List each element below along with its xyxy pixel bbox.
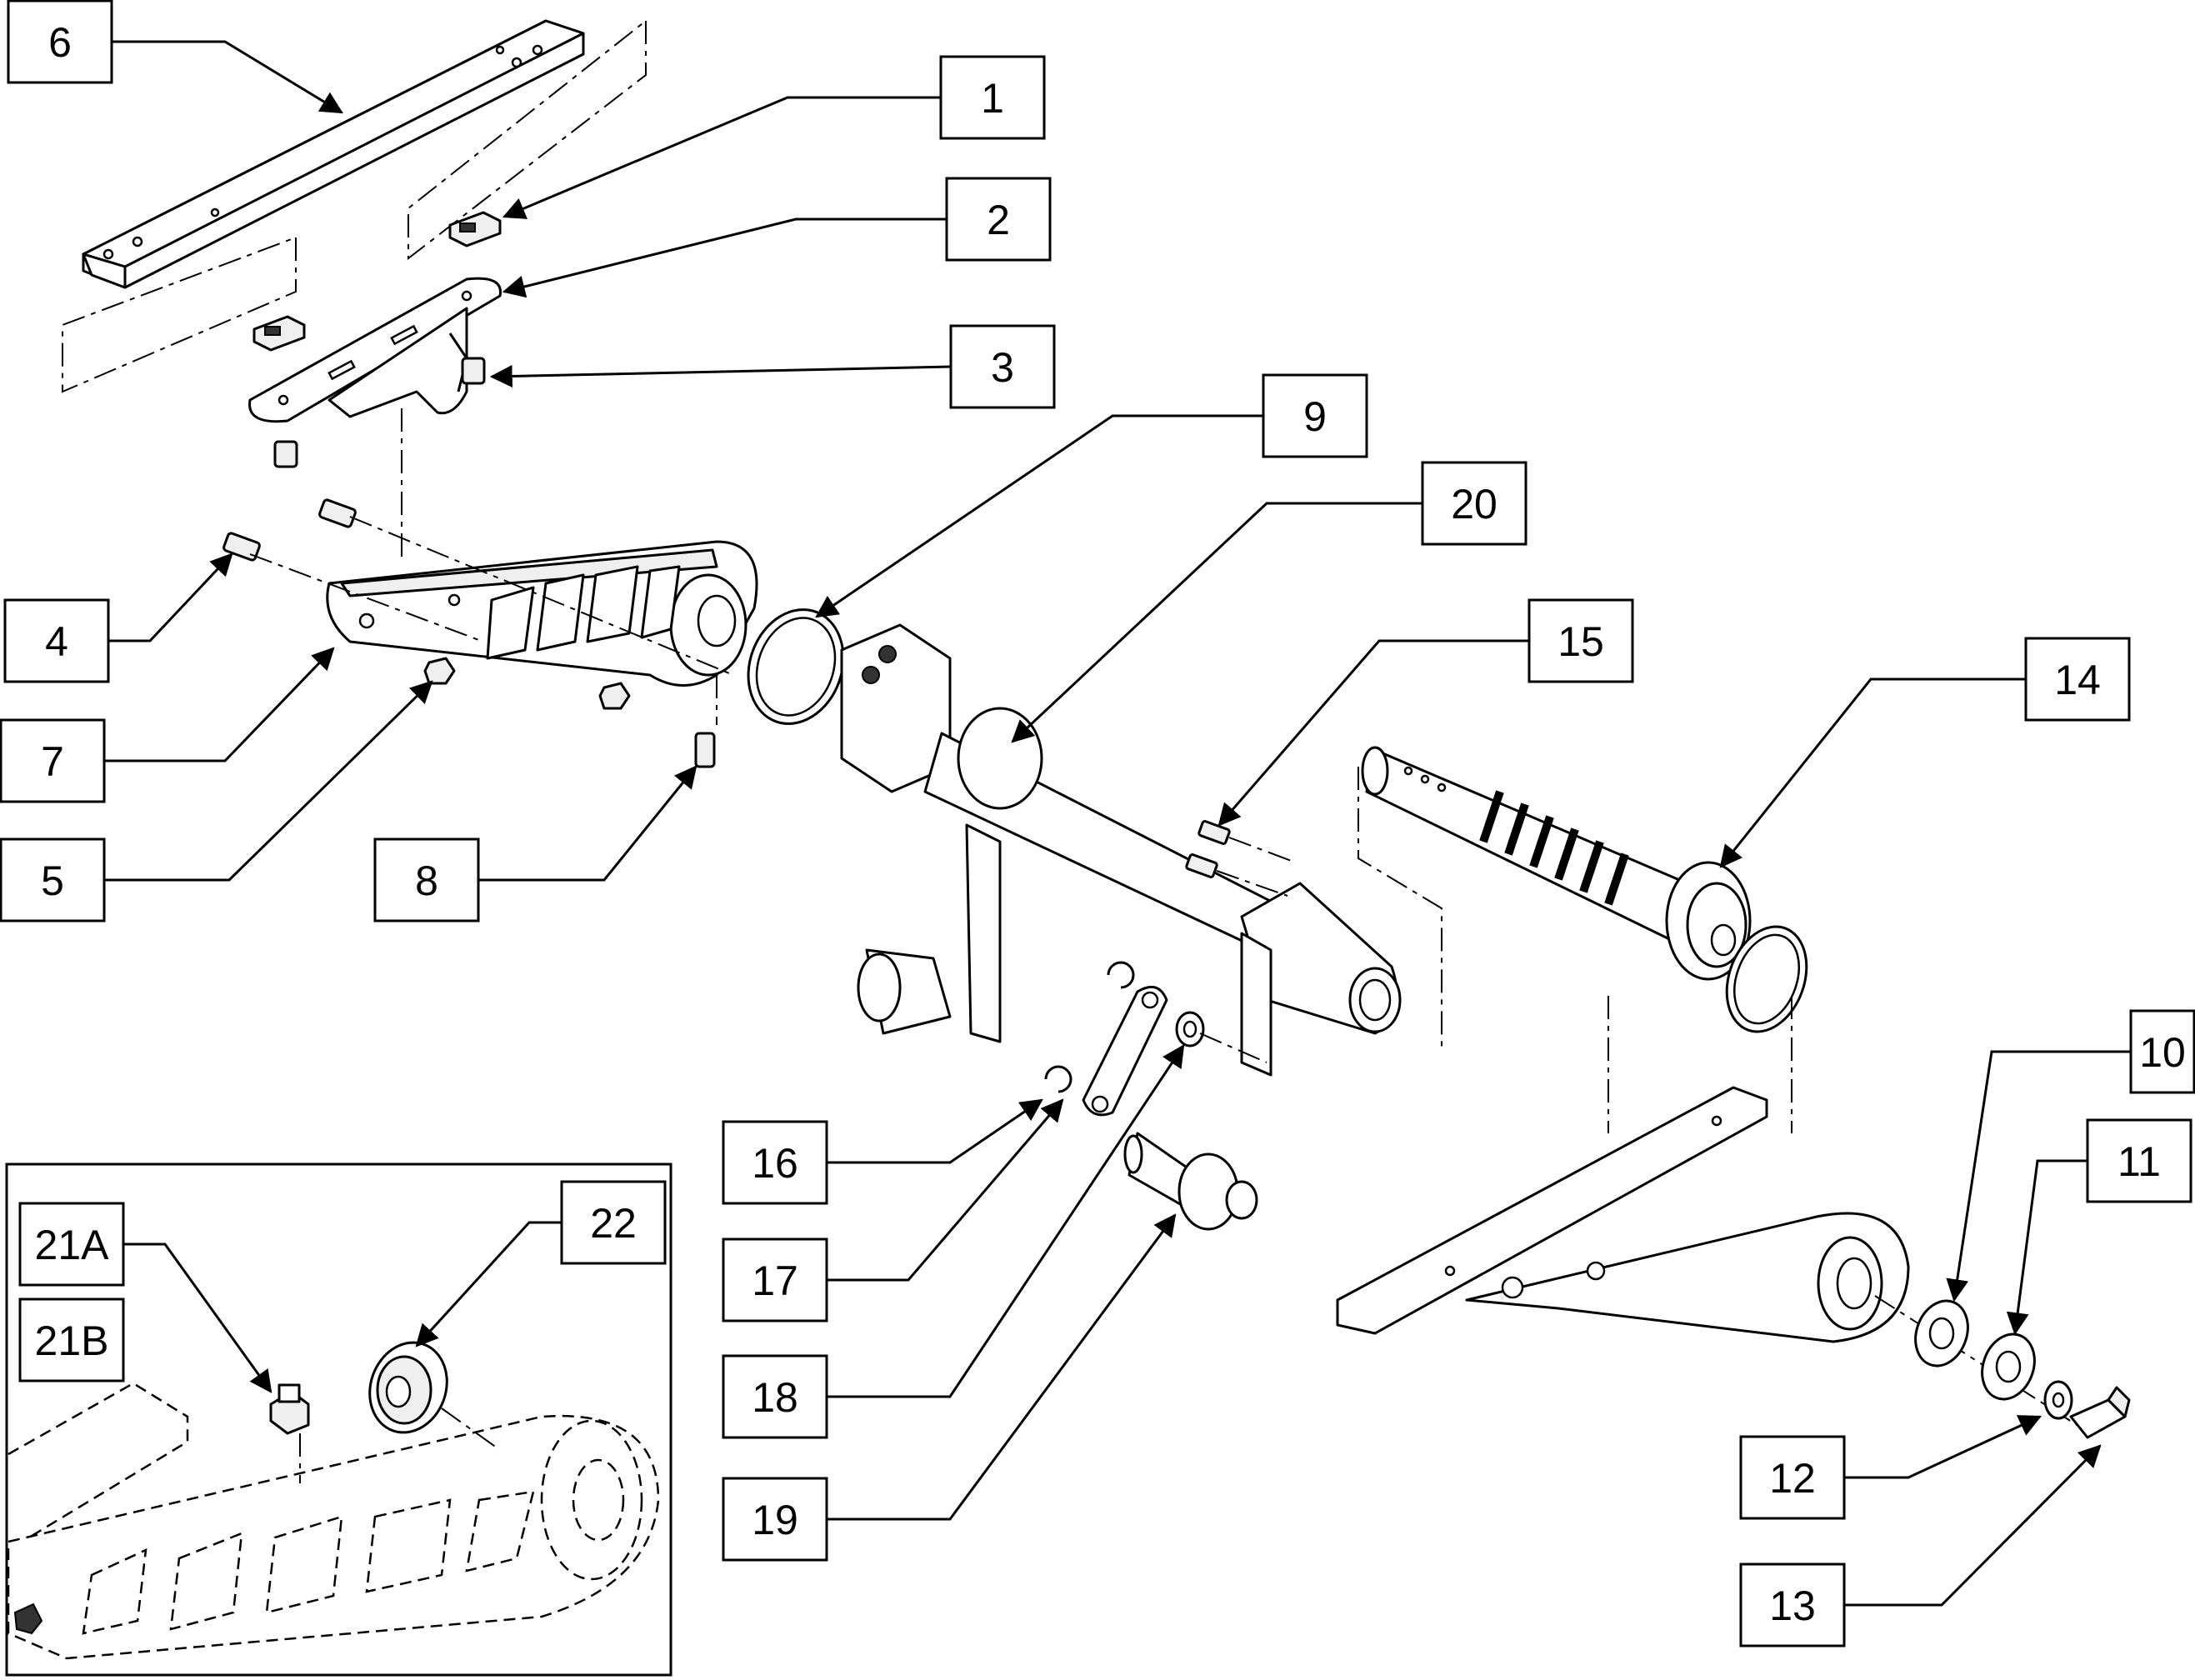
svg-text:13: 13	[1769, 1582, 1816, 1629]
part-5-nuts	[423, 657, 631, 710]
part-7-swing-arm	[326, 540, 758, 687]
part-22-bushing	[368, 1341, 501, 1451]
svg-text:21B: 21B	[35, 1318, 109, 1364]
part-6-assembly-line-right	[408, 20, 647, 261]
callout-1: 1	[502, 55, 1046, 219]
svg-text:11: 11	[2118, 1138, 2161, 1185]
svg-text:6: 6	[48, 19, 72, 66]
svg-text:15: 15	[1558, 618, 1604, 665]
callout-4: 4	[3, 552, 233, 683]
callout-14: 14	[1719, 637, 2131, 868]
part-14-o-ring	[1725, 925, 1808, 1033]
callout-21a: 21A	[18, 1202, 272, 1393]
part-8-set-screw	[694, 675, 718, 768]
part-18-washer	[1175, 1011, 1268, 1063]
svg-text:8: 8	[415, 858, 438, 904]
callout-3: 3	[489, 324, 1056, 409]
part-15-screws	[1185, 820, 1297, 897]
callout-15: 15	[1218, 598, 1634, 827]
svg-text:18: 18	[752, 1374, 798, 1421]
callout-10: 10	[1946, 1009, 2195, 1302]
callout-19: 19	[722, 1213, 1177, 1562]
part-10-washer	[1914, 1299, 1969, 1368]
part-19-pivot-pin	[1123, 1132, 1258, 1231]
callout-8: 8	[373, 765, 698, 922]
part-12-lock-washer	[2043, 1380, 2073, 1420]
callout-17: 17	[722, 1098, 1064, 1322]
svg-text:12: 12	[1769, 1455, 1816, 1502]
part-6-assembly-line-left	[62, 237, 297, 393]
callout-16: 16	[722, 1098, 1043, 1205]
callout-7: 7	[0, 647, 335, 803]
callout-2: 2	[502, 177, 1052, 298]
part-4-screws	[222, 498, 734, 676]
svg-text:16: 16	[752, 1140, 798, 1187]
callout-12: 12	[1739, 1415, 2042, 1520]
part-16-e-clips	[1044, 961, 1135, 1093]
part-20-axle-assembly	[840, 623, 1402, 1077]
lower-right-rail-arm	[1336, 1086, 1910, 1343]
callout-5: 5	[0, 680, 433, 922]
svg-text:2: 2	[987, 197, 1010, 243]
svg-text:10: 10	[2139, 1029, 2186, 1076]
svg-text:5: 5	[41, 858, 64, 904]
part-14-spring-shaft	[1361, 746, 1752, 981]
svg-text:22: 22	[590, 1200, 637, 1247]
svg-text:20: 20	[1451, 481, 1498, 528]
callout-9: 9	[815, 373, 1368, 618]
part-9-o-ring	[747, 608, 845, 725]
svg-text:4: 4	[45, 618, 68, 665]
part-3-bolts	[273, 357, 486, 558]
callout-13: 13	[1739, 1444, 2102, 1648]
callout-20: 20	[1011, 461, 1528, 743]
svg-text:21A: 21A	[35, 1222, 110, 1268]
part-13-bolt	[2069, 1386, 2131, 1439]
part-11-washer	[1981, 1332, 2036, 1401]
svg-text:3: 3	[991, 344, 1014, 391]
part-14-assembly-line	[1358, 767, 1442, 1050]
callout-22: 22	[415, 1180, 667, 1348]
lower-right-assembly-line	[1608, 996, 1792, 1133]
callout-11: 11	[2006, 1118, 2192, 1336]
part-6-seat-rail	[82, 19, 585, 289]
svg-text:9: 9	[1303, 393, 1327, 440]
callout-21b: 21B	[18, 1298, 125, 1382]
part-2-bracket	[248, 277, 502, 423]
part-21-clip	[269, 1383, 310, 1435]
part-1-clip	[252, 211, 502, 352]
svg-text:1: 1	[981, 75, 1004, 122]
svg-text:14: 14	[2054, 657, 2101, 703]
svg-text:19: 19	[752, 1497, 798, 1543]
part-17-link-plate	[1082, 985, 1168, 1117]
callout-6: 6	[7, 0, 343, 114]
svg-text:17: 17	[752, 1258, 798, 1304]
callout-18: 18	[722, 1044, 1185, 1439]
svg-text:7: 7	[41, 738, 64, 785]
